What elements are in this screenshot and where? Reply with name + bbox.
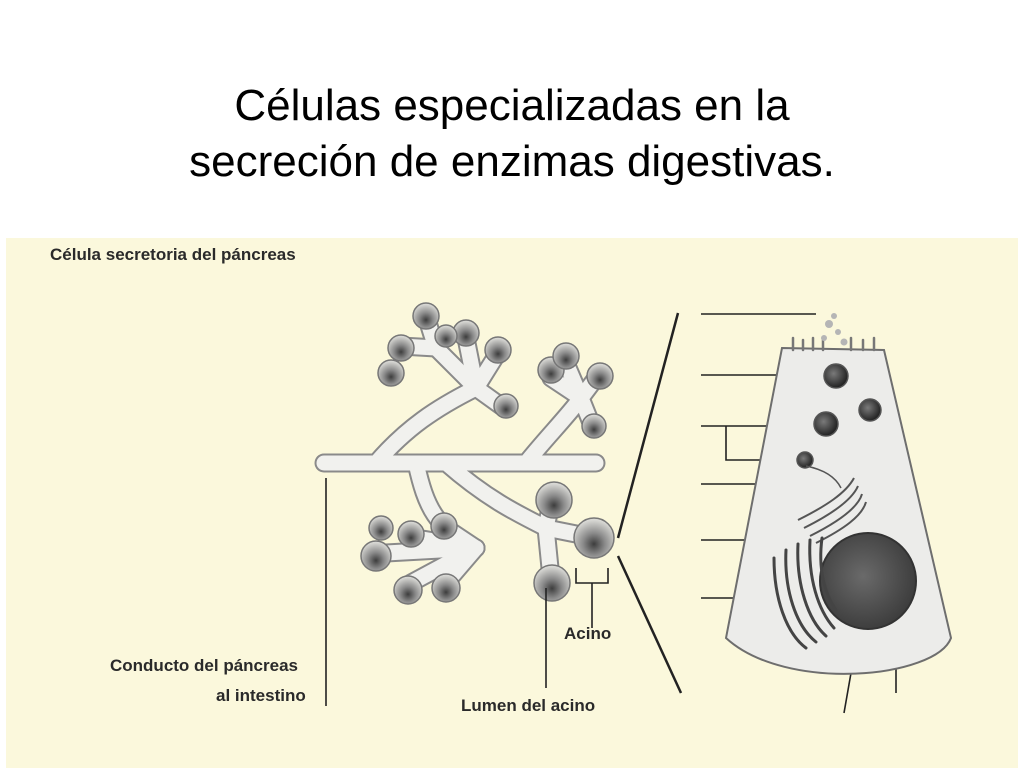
zoom-lines: [616, 312, 683, 694]
slide-title-line-2: secreción de enzimas digestivas.: [189, 137, 835, 186]
figure-heading: Célula secretoria del páncreas: [50, 245, 296, 264]
label-duct-line-2: al intestino: [216, 686, 306, 705]
pancreas-illustration: [314, 302, 953, 714]
slide-title-line-1: Células especializadas en la: [234, 81, 790, 130]
label-duct-line-1: Conducto del páncreas: [110, 656, 298, 675]
secretory-cell: [724, 313, 953, 675]
slide-title: Células especializadas en la secreción d…: [0, 78, 1024, 190]
pancreas-figure: Célula secretoria del páncreas Conducto …: [6, 238, 1018, 768]
label-lumen: Lumen del acino: [461, 696, 596, 715]
label-acino: Acino: [564, 624, 612, 643]
acini-clusters: [360, 302, 615, 605]
